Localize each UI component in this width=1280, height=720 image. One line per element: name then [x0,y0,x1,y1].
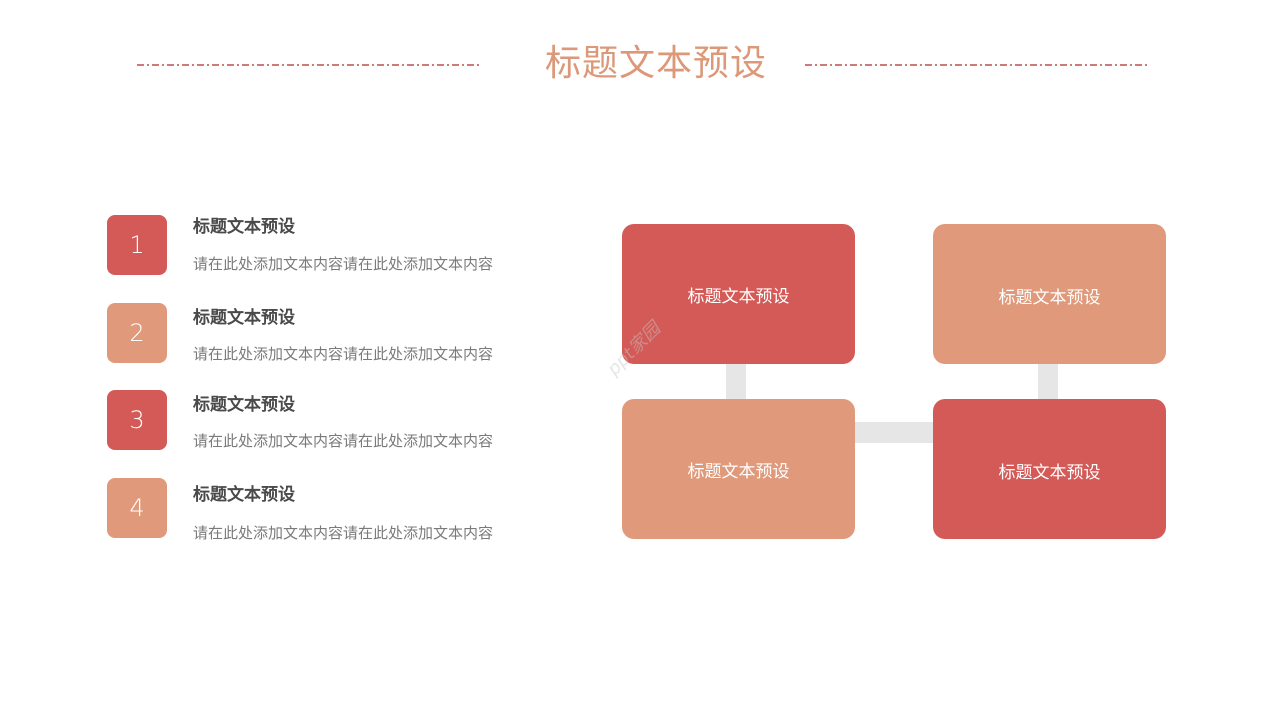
number-badge: 1 [107,215,167,275]
list-item: 1 标题文本预设 请在此处添加文本内容请在此处添加文本内容 [107,215,547,285]
item-title: 标题文本预设 [193,308,295,328]
diagram-box-top-left: 标题文本预设 [622,224,855,364]
connector-left-vertical [726,360,746,402]
title-divider-right [805,64,1148,66]
connector-right-vertical [1038,360,1058,402]
number-badge: 3 [107,390,167,450]
item-description: 请在此处添加文本内容请在此处添加文本内容 [193,345,494,363]
connector-horizontal [852,422,936,443]
item-description: 请在此处添加文本内容请在此处添加文本内容 [193,524,494,542]
diagram-box-bottom-right: 标题文本预设 [933,399,1166,539]
list-item: 3 标题文本预设 请在此处添加文本内容请在此处添加文本内容 [107,390,547,460]
list-item: 2 标题文本预设 请在此处添加文本内容请在此处添加文本内容 [107,303,547,373]
item-description: 请在此处添加文本内容请在此处添加文本内容 [193,255,494,273]
page-title: 标题文本预设 [544,43,767,84]
diagram-box-top-right: 标题文本预设 [933,224,1166,364]
diagram-box-bottom-left: 标题文本预设 [622,399,855,539]
item-title: 标题文本预设 [193,485,295,505]
number-badge: 2 [107,303,167,363]
item-description: 请在此处添加文本内容请在此处添加文本内容 [193,432,494,450]
item-title: 标题文本预设 [193,217,295,237]
number-badge: 4 [107,478,167,538]
list-item: 4 标题文本预设 请在此处添加文本内容请在此处添加文本内容 [107,478,547,548]
item-title: 标题文本预设 [193,395,295,415]
title-divider-left [137,64,480,66]
